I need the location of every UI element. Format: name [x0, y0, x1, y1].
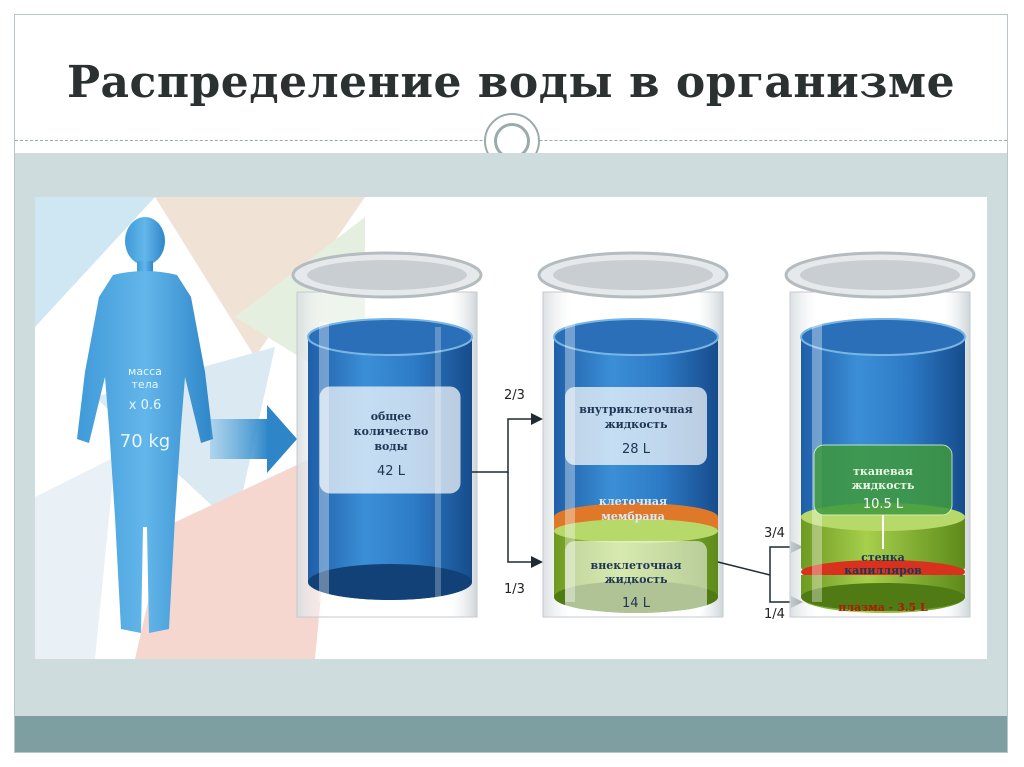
extracellular-label-line2: жидкость — [605, 573, 668, 586]
interstitial-label-line1: тканевая — [853, 465, 913, 478]
interstitial-fraction: 3/4 — [764, 526, 785, 541]
intracellular-label-line1: внутриклеточная — [579, 403, 693, 416]
plasma-label: плазма - 3.5 L — [838, 601, 928, 614]
total-water-volume: 42 L — [377, 464, 406, 479]
slide-title: Распределение воды в организме — [66, 57, 956, 108]
extracellular-fraction: 1/3 — [504, 582, 525, 597]
extracellular-volume: 14 L — [622, 596, 651, 611]
capillary-wall-label-line2: капилляров — [844, 564, 922, 577]
membrane-label-line1: клеточная — [599, 495, 667, 508]
branch-arrows-1 — [472, 413, 543, 568]
membrane-label-line2: мембрана — [601, 510, 664, 523]
footer-band — [15, 716, 1007, 752]
cylinder-extracellular — [784, 251, 976, 618]
water-distribution-diagram: масса тела x 0.6 70 kg общее количество … — [35, 197, 987, 659]
cylinder-total-water — [291, 251, 483, 618]
cylinder-cell-fluids — [537, 251, 729, 618]
total-water-label-line1: общее — [371, 410, 412, 423]
mass-label-line1: масса — [128, 365, 162, 378]
body-weight: 70 kg — [120, 431, 170, 452]
human-silhouette-icon — [77, 217, 213, 633]
total-water-label-line2: количество — [354, 425, 429, 438]
total-water-label-line3: воды — [374, 440, 407, 453]
intracellular-label-line2: жидкость — [605, 418, 668, 431]
interstitial-label-line2: жидкость — [852, 479, 915, 492]
interstitial-volume: 10.5 L — [863, 497, 904, 512]
intracellular-volume: 28 L — [622, 442, 651, 457]
capillary-wall-label-line1: стенка — [861, 551, 905, 564]
flow-arrow-icon — [210, 405, 297, 473]
extracellular-label-line1: внеклеточная — [591, 559, 682, 572]
mass-multiplier: x 0.6 — [129, 398, 162, 413]
intracellular-fraction: 2/3 — [504, 388, 525, 403]
diagram-canvas: масса тела x 0.6 70 kg общее количество … — [35, 197, 976, 659]
branch-arrows-2 — [717, 541, 803, 608]
plasma-fraction: 1/4 — [764, 607, 785, 622]
mass-label-line2: тела — [132, 378, 159, 391]
